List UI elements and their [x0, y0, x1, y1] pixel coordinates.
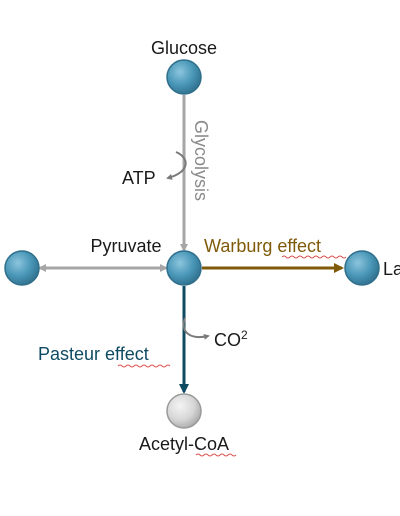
lactate-node [344, 250, 380, 286]
warburg-spellcheck-underline [281, 255, 347, 259]
pasteur-effect-label: Pasteur effect [38, 344, 149, 364]
warburg-effect-label: Warburg effect [204, 236, 321, 256]
glucose-node [166, 59, 202, 95]
glycolysis-label: Glycolysis [191, 120, 211, 201]
acetyl-coa-node [166, 393, 202, 429]
acetyl-coa-spellcheck-underline [195, 453, 237, 457]
co2-branch-arrow [182, 317, 210, 340]
lactate-label-partial: La [383, 259, 400, 279]
co2-label: CO2 [214, 328, 248, 350]
atp-branch-arrow [166, 151, 187, 180]
pyruvate-node [166, 250, 202, 286]
pasteur-spellcheck-underline [117, 364, 171, 368]
acetyl-coa-label: Acetyl-CoA [139, 434, 229, 454]
pyruvate-label: Pyruvate [90, 236, 161, 256]
glucose-label: Glucose [151, 38, 217, 58]
left-node [4, 250, 40, 286]
atp-label: ATP [122, 168, 156, 188]
